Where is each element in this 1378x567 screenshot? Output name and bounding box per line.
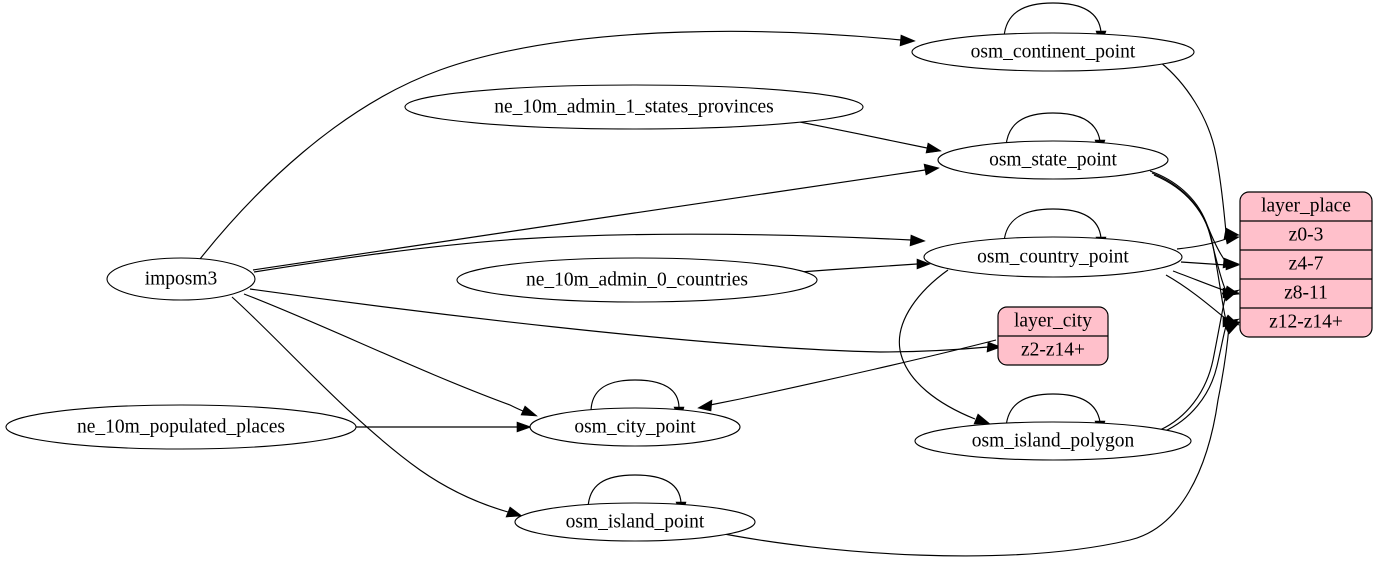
- edge-osm_island_polygon-to-layer_place-z12-z14: [1162, 322, 1228, 433]
- node-osm_state_point[interactable]: osm_state_point: [937, 140, 1169, 180]
- node-osm_city_point[interactable]: osm_city_point: [529, 407, 741, 447]
- arrowhead: [916, 258, 931, 270]
- edge-imposm3-to-osm_city_point: [243, 293, 524, 412]
- edge-imposm3-to-osm_country_point: [253, 233, 912, 273]
- arrowhead: [516, 421, 532, 433]
- node-ne_10m_populated_places[interactable]: ne_10m_populated_places: [5, 404, 357, 450]
- node-ellipse-imposm3[interactable]: [106, 257, 256, 301]
- selfloop-osm_country_point: [1003, 208, 1102, 243]
- arrowhead: [923, 163, 940, 176]
- edge-osm_country_point-to-layer_place-z12-z14: [1165, 274, 1227, 320]
- records-layer: layer_place z0-3 z4-7 z8-11 z12-z14+ lay…: [997, 191, 1373, 366]
- node-ellipse-osm-island-point[interactable]: [514, 502, 756, 542]
- edge-osm_state_point-to-layer_place-z12-z14: [1153, 174, 1227, 321]
- edge-osm_country_point-to-osm_island_polygon: [898, 269, 976, 420]
- edge-imposm3-to-osm_continent_point: [199, 30, 902, 260]
- node-ellipse-osm-country-point[interactable]: [923, 236, 1183, 278]
- node-osm_island_polygon[interactable]: osm_island_polygon: [914, 421, 1192, 461]
- node-imposm3[interactable]: imposm3: [106, 257, 256, 301]
- arrowhead: [1224, 233, 1240, 245]
- selfloop-osm_city_point: [590, 379, 680, 413]
- selfloop-osm_island_point: [587, 474, 682, 509]
- arrowhead: [925, 142, 942, 154]
- edge-osm_island_point-to-layer_place-z12-z14: [713, 325, 1230, 557]
- node-osm_country_point[interactable]: osm_country_point: [923, 236, 1183, 278]
- node-ne_10m_admin_0_countries[interactable]: ne_10m_admin_0_countries: [456, 257, 818, 303]
- edge-osm_country_point-to-layer_place-z4-7: [1180, 261, 1227, 266]
- node-ellipse-ne-countries[interactable]: [456, 257, 818, 303]
- arrowhead: [1221, 289, 1241, 302]
- edge-ne_states-to-osm_state_point: [799, 121, 928, 149]
- edge-imposm3-to-osm_island_point: [231, 296, 509, 513]
- arrowhead: [973, 413, 991, 425]
- node-ellipse-osm-state-point[interactable]: [937, 140, 1169, 180]
- arrowhead: [505, 506, 523, 518]
- edge-osm_continent_point-to-layer_place-z0-3: [1159, 61, 1227, 233]
- arrowhead: [697, 399, 713, 412]
- selfloop-osm_island_polygon: [1005, 393, 1101, 428]
- node-ellipse-ne-populated[interactable]: [5, 404, 357, 450]
- arrowhead: [899, 34, 916, 47]
- arrowhead: [986, 341, 1002, 353]
- node-ne_10m_admin_1_states_provinces[interactable]: ne_10m_admin_1_states_provinces: [404, 84, 864, 130]
- node-ellipse-osm-city-point[interactable]: [529, 407, 741, 447]
- edge-osm_island_polygon-to-layer_place-z8-11: [1159, 293, 1227, 431]
- node-ellipse-osm-island-polygon[interactable]: [914, 421, 1192, 461]
- arrowhead: [909, 234, 926, 247]
- edge-osm_country_point-to-layer_place-z8-11: [1172, 270, 1227, 292]
- edge-imposm3-to-osm_state_point: [252, 169, 926, 271]
- edge-layer_city-to-osm_city_point: [709, 339, 997, 406]
- node-ellipse-ne-states[interactable]: [404, 84, 864, 130]
- node-osm_continent_point[interactable]: osm_continent_point: [911, 32, 1195, 72]
- edge-osm_state_point-to-layer_place-z8-11: [1151, 172, 1227, 292]
- nodes-layer: imposm3 ne_10m_admin_1_states_provinces …: [5, 32, 1195, 542]
- edge-ne_countries-to-osm_country_point: [799, 263, 918, 273]
- record-layer_place[interactable]: layer_place z0-3 z4-7 z8-11 z12-z14+: [1239, 191, 1373, 338]
- selfloop-osm_state_point: [1005, 112, 1101, 147]
- record-box-layer-place[interactable]: [1239, 191, 1373, 338]
- record-layer_city[interactable]: layer_city z2-z14+: [997, 306, 1109, 366]
- node-osm_island_point[interactable]: osm_island_point: [514, 502, 756, 542]
- edge-imposm3-to-layer_city: [249, 288, 989, 353]
- arrowhead: [1223, 321, 1241, 335]
- arrowhead: [1225, 259, 1240, 271]
- edge-osm_country_point-to-layer_place-z0-3: [1176, 238, 1227, 250]
- node-ellipse-osm-continent-point[interactable]: [911, 32, 1195, 72]
- selfloop-osm_continent_point: [1003, 2, 1102, 38]
- arrowhead: [520, 405, 538, 417]
